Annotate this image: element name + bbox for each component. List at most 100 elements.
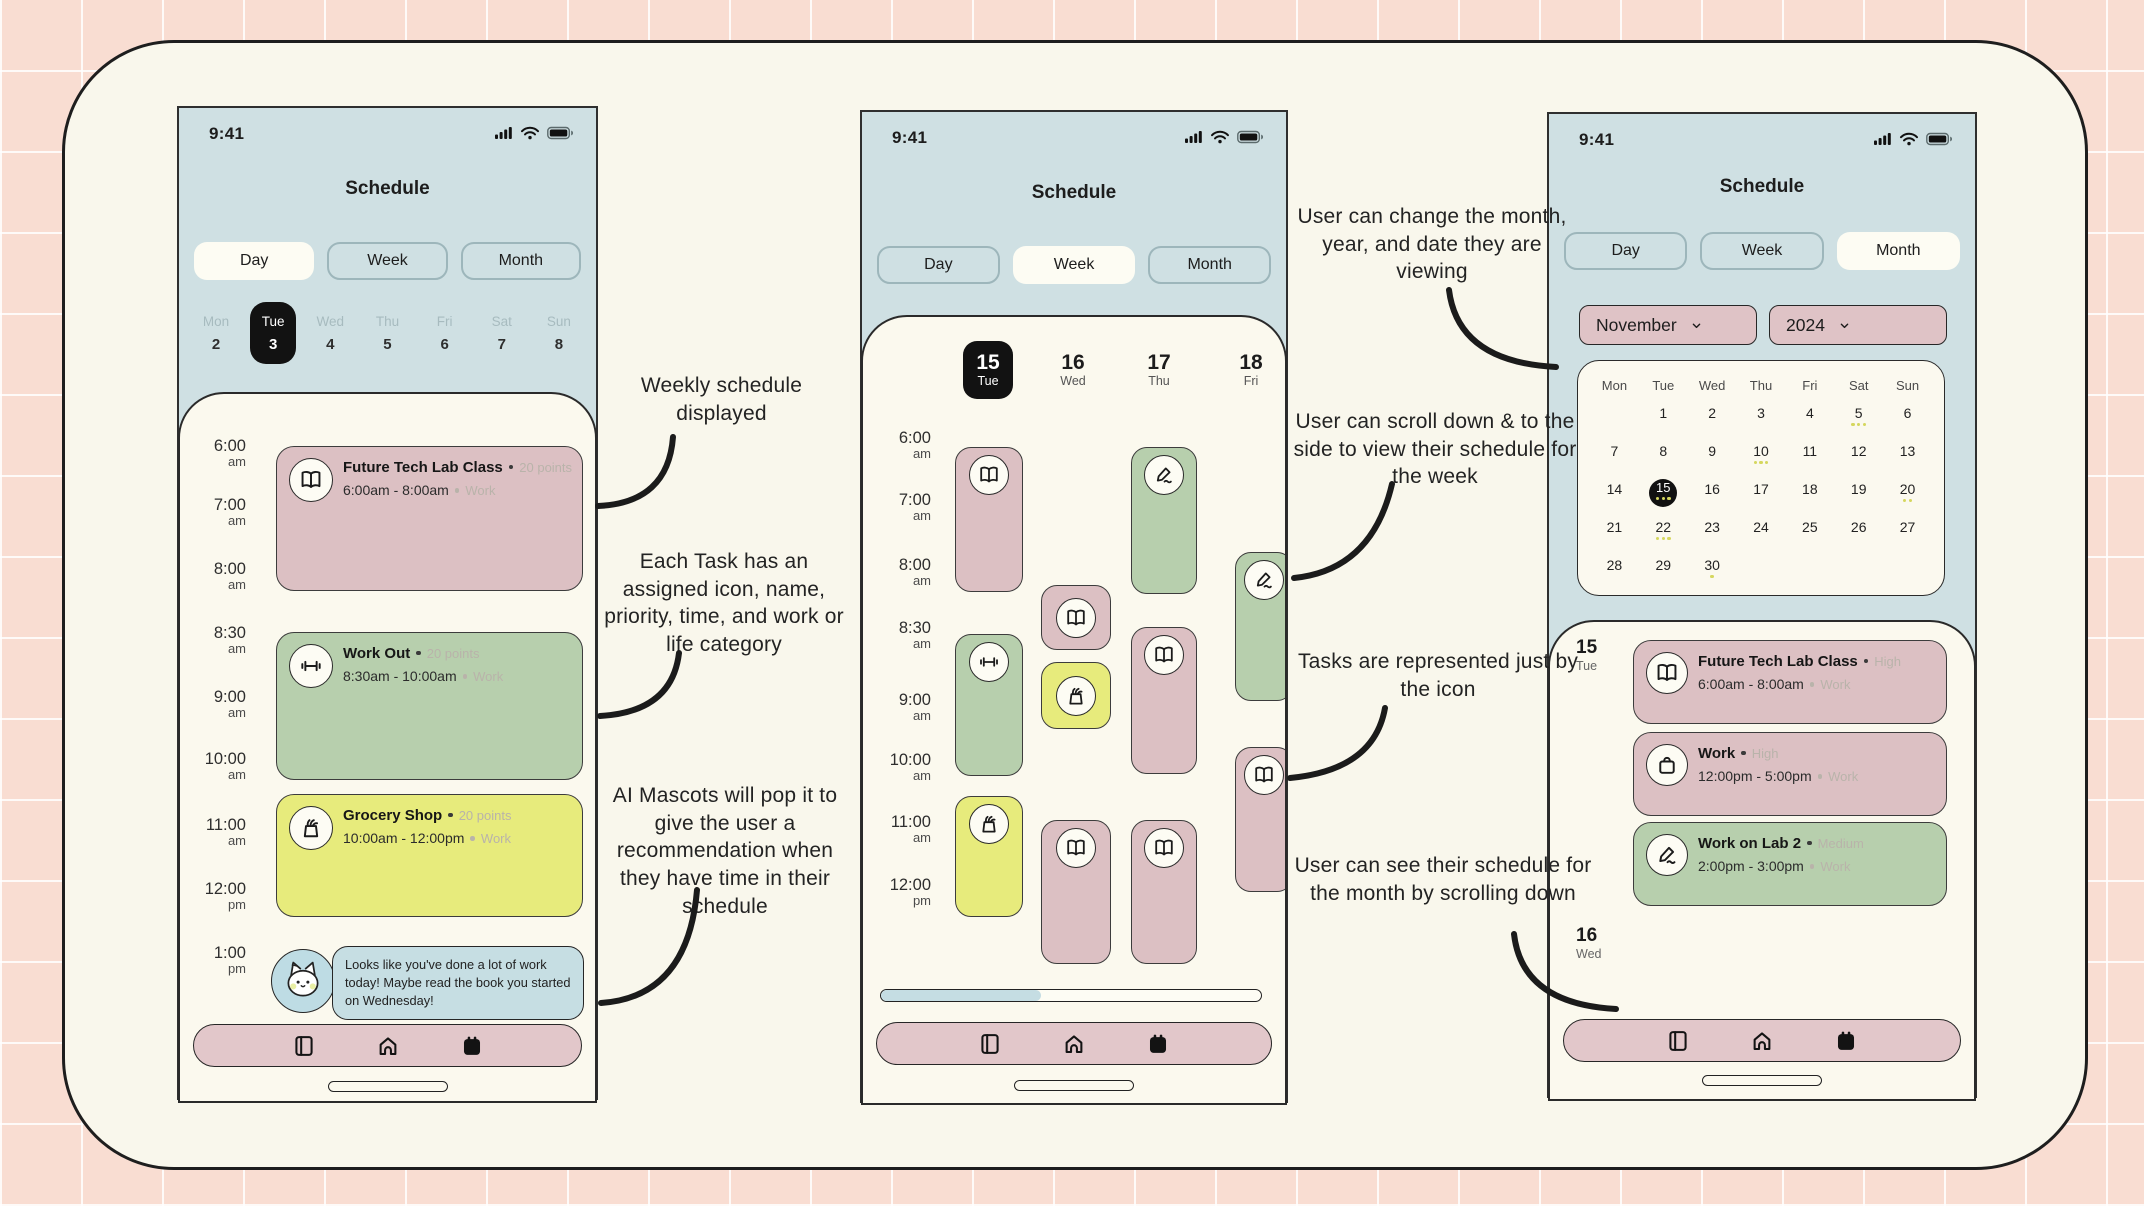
calendar-nav-icon[interactable] (1145, 1031, 1171, 1057)
calendar-day-2[interactable]: 2 (1708, 405, 1717, 421)
calendar-day-18[interactable]: 18 (1802, 481, 1818, 497)
calendar-day-11[interactable]: 11 (1802, 443, 1818, 459)
book-nav-icon[interactable] (291, 1033, 317, 1059)
weekday-fri[interactable]: Fri 6 (436, 313, 453, 353)
weekday-sun[interactable]: Sun 8 (546, 313, 571, 353)
calendar-cell-empty (1590, 403, 1639, 441)
tab-month[interactable]: Month (1148, 246, 1272, 284)
book-nav-icon[interactable] (977, 1031, 1003, 1057)
status-bar: 9:41 (862, 128, 1286, 150)
tab-day[interactable]: Day (877, 246, 1000, 284)
week-event-book-open-day16[interactable] (1041, 585, 1111, 650)
week-event-book-open-day17[interactable] (1131, 627, 1197, 774)
calendar-day-23[interactable]: 23 (1704, 519, 1720, 535)
tab-week[interactable]: Week (327, 242, 448, 280)
pencil-icon (1144, 455, 1184, 495)
phone-day-view: 9:41 Schedule Day Week Month Mon 2 Tue 3… (177, 106, 598, 1103)
week-event-grocery-day16[interactable] (1041, 662, 1111, 729)
calendar-day-7[interactable]: 7 (1610, 443, 1619, 459)
week-event-dumbbell-day15[interactable] (955, 634, 1023, 776)
calendar-day-3[interactable]: 3 (1757, 405, 1765, 421)
calendar-day-26[interactable]: 26 (1850, 519, 1867, 535)
tab-week[interactable]: Week (1700, 232, 1824, 270)
dumbbell-icon (289, 644, 333, 688)
calendar-day-21[interactable]: 21 (1606, 519, 1623, 535)
bottom-nav-bar (1563, 1019, 1961, 1062)
home-indicator (1702, 1075, 1822, 1086)
status-time: 9:41 (1579, 130, 1615, 149)
calendar-nav-icon[interactable] (1833, 1028, 1859, 1054)
week-event-book-open-day18[interactable] (1235, 747, 1285, 892)
tab-day[interactable]: Day (1564, 232, 1688, 270)
tab-day[interactable]: Day (194, 242, 315, 280)
weekday-sat[interactable]: Sat 7 (491, 313, 512, 353)
calendar-day-9[interactable]: 9 (1708, 443, 1717, 459)
calendar-day-10[interactable]: 10 (1737, 441, 1786, 479)
annotation-change-month: User can change the month, year, and dat… (1297, 205, 1567, 284)
ai-mascot-avatar (271, 949, 335, 1013)
calendar-day-1[interactable]: 1 (1659, 405, 1668, 421)
calendar-day-28[interactable]: 28 (1606, 557, 1623, 573)
tab-week[interactable]: Week (1012, 246, 1136, 284)
calendar-day-25[interactable]: 25 (1802, 519, 1818, 535)
week-event-book-open-day17[interactable] (1131, 820, 1197, 964)
book-nav-icon[interactable] (1665, 1028, 1691, 1054)
grocery-icon (969, 804, 1009, 844)
weekday-mon[interactable]: Mon 2 (202, 313, 230, 353)
calendar-day-12[interactable]: 12 (1850, 443, 1867, 459)
calendar-nav-icon[interactable] (459, 1033, 485, 1059)
month-dropdown[interactable]: November (1579, 305, 1757, 345)
horizontal-scrollbar[interactable] (880, 989, 1262, 1002)
calendar-day-6[interactable]: 6 (1903, 405, 1912, 421)
week-event-pencil-day18[interactable] (1235, 552, 1285, 701)
calendar-day-16[interactable]: 16 (1704, 481, 1720, 497)
calendar-day-4[interactable]: 4 (1805, 405, 1814, 421)
tab-month[interactable]: Month (1836, 232, 1960, 270)
calendar-day-27[interactable]: 27 (1899, 519, 1916, 535)
book-open-icon (1056, 828, 1096, 868)
week-event-book-open-day15[interactable] (955, 447, 1023, 592)
calendar-day-24[interactable]: 24 (1753, 519, 1769, 535)
weekday-tue[interactable]: Tue 3 (250, 302, 297, 364)
status-icons (1874, 132, 1953, 146)
home-nav-icon[interactable] (375, 1033, 401, 1059)
week-event-pencil-day17[interactable] (1131, 447, 1197, 594)
home-nav-icon[interactable] (1061, 1031, 1087, 1057)
tab-month[interactable]: Month (460, 242, 581, 280)
status-icons (1185, 130, 1264, 144)
home-nav-icon[interactable] (1749, 1028, 1775, 1054)
calendar-day-22[interactable]: 22 (1639, 517, 1688, 555)
calendar-day-19[interactable]: 19 (1850, 481, 1867, 497)
calendar-day-20[interactable]: 20 (1883, 479, 1932, 517)
calendar-day-5[interactable]: 5 (1834, 403, 1883, 441)
calendar-day-30[interactable]: 30 (1688, 555, 1737, 593)
calendar-day-8[interactable]: 8 (1659, 443, 1668, 459)
calendar-day-15[interactable]: 15 (1639, 479, 1688, 517)
weekday-wed[interactable]: Wed 4 (316, 313, 345, 353)
week-event-book-open-day16[interactable] (1041, 820, 1111, 964)
calendar-day-14[interactable]: 14 (1606, 481, 1623, 497)
calendar-day-17[interactable]: 17 (1753, 481, 1769, 497)
weekday-thu[interactable]: Thu 5 (375, 313, 400, 353)
year-dropdown[interactable]: 2024 (1769, 305, 1947, 345)
calendar-day-29[interactable]: 29 (1655, 557, 1672, 573)
calendar-day-13[interactable]: 13 (1899, 443, 1916, 459)
week-event-grocery-day15[interactable] (955, 796, 1023, 917)
